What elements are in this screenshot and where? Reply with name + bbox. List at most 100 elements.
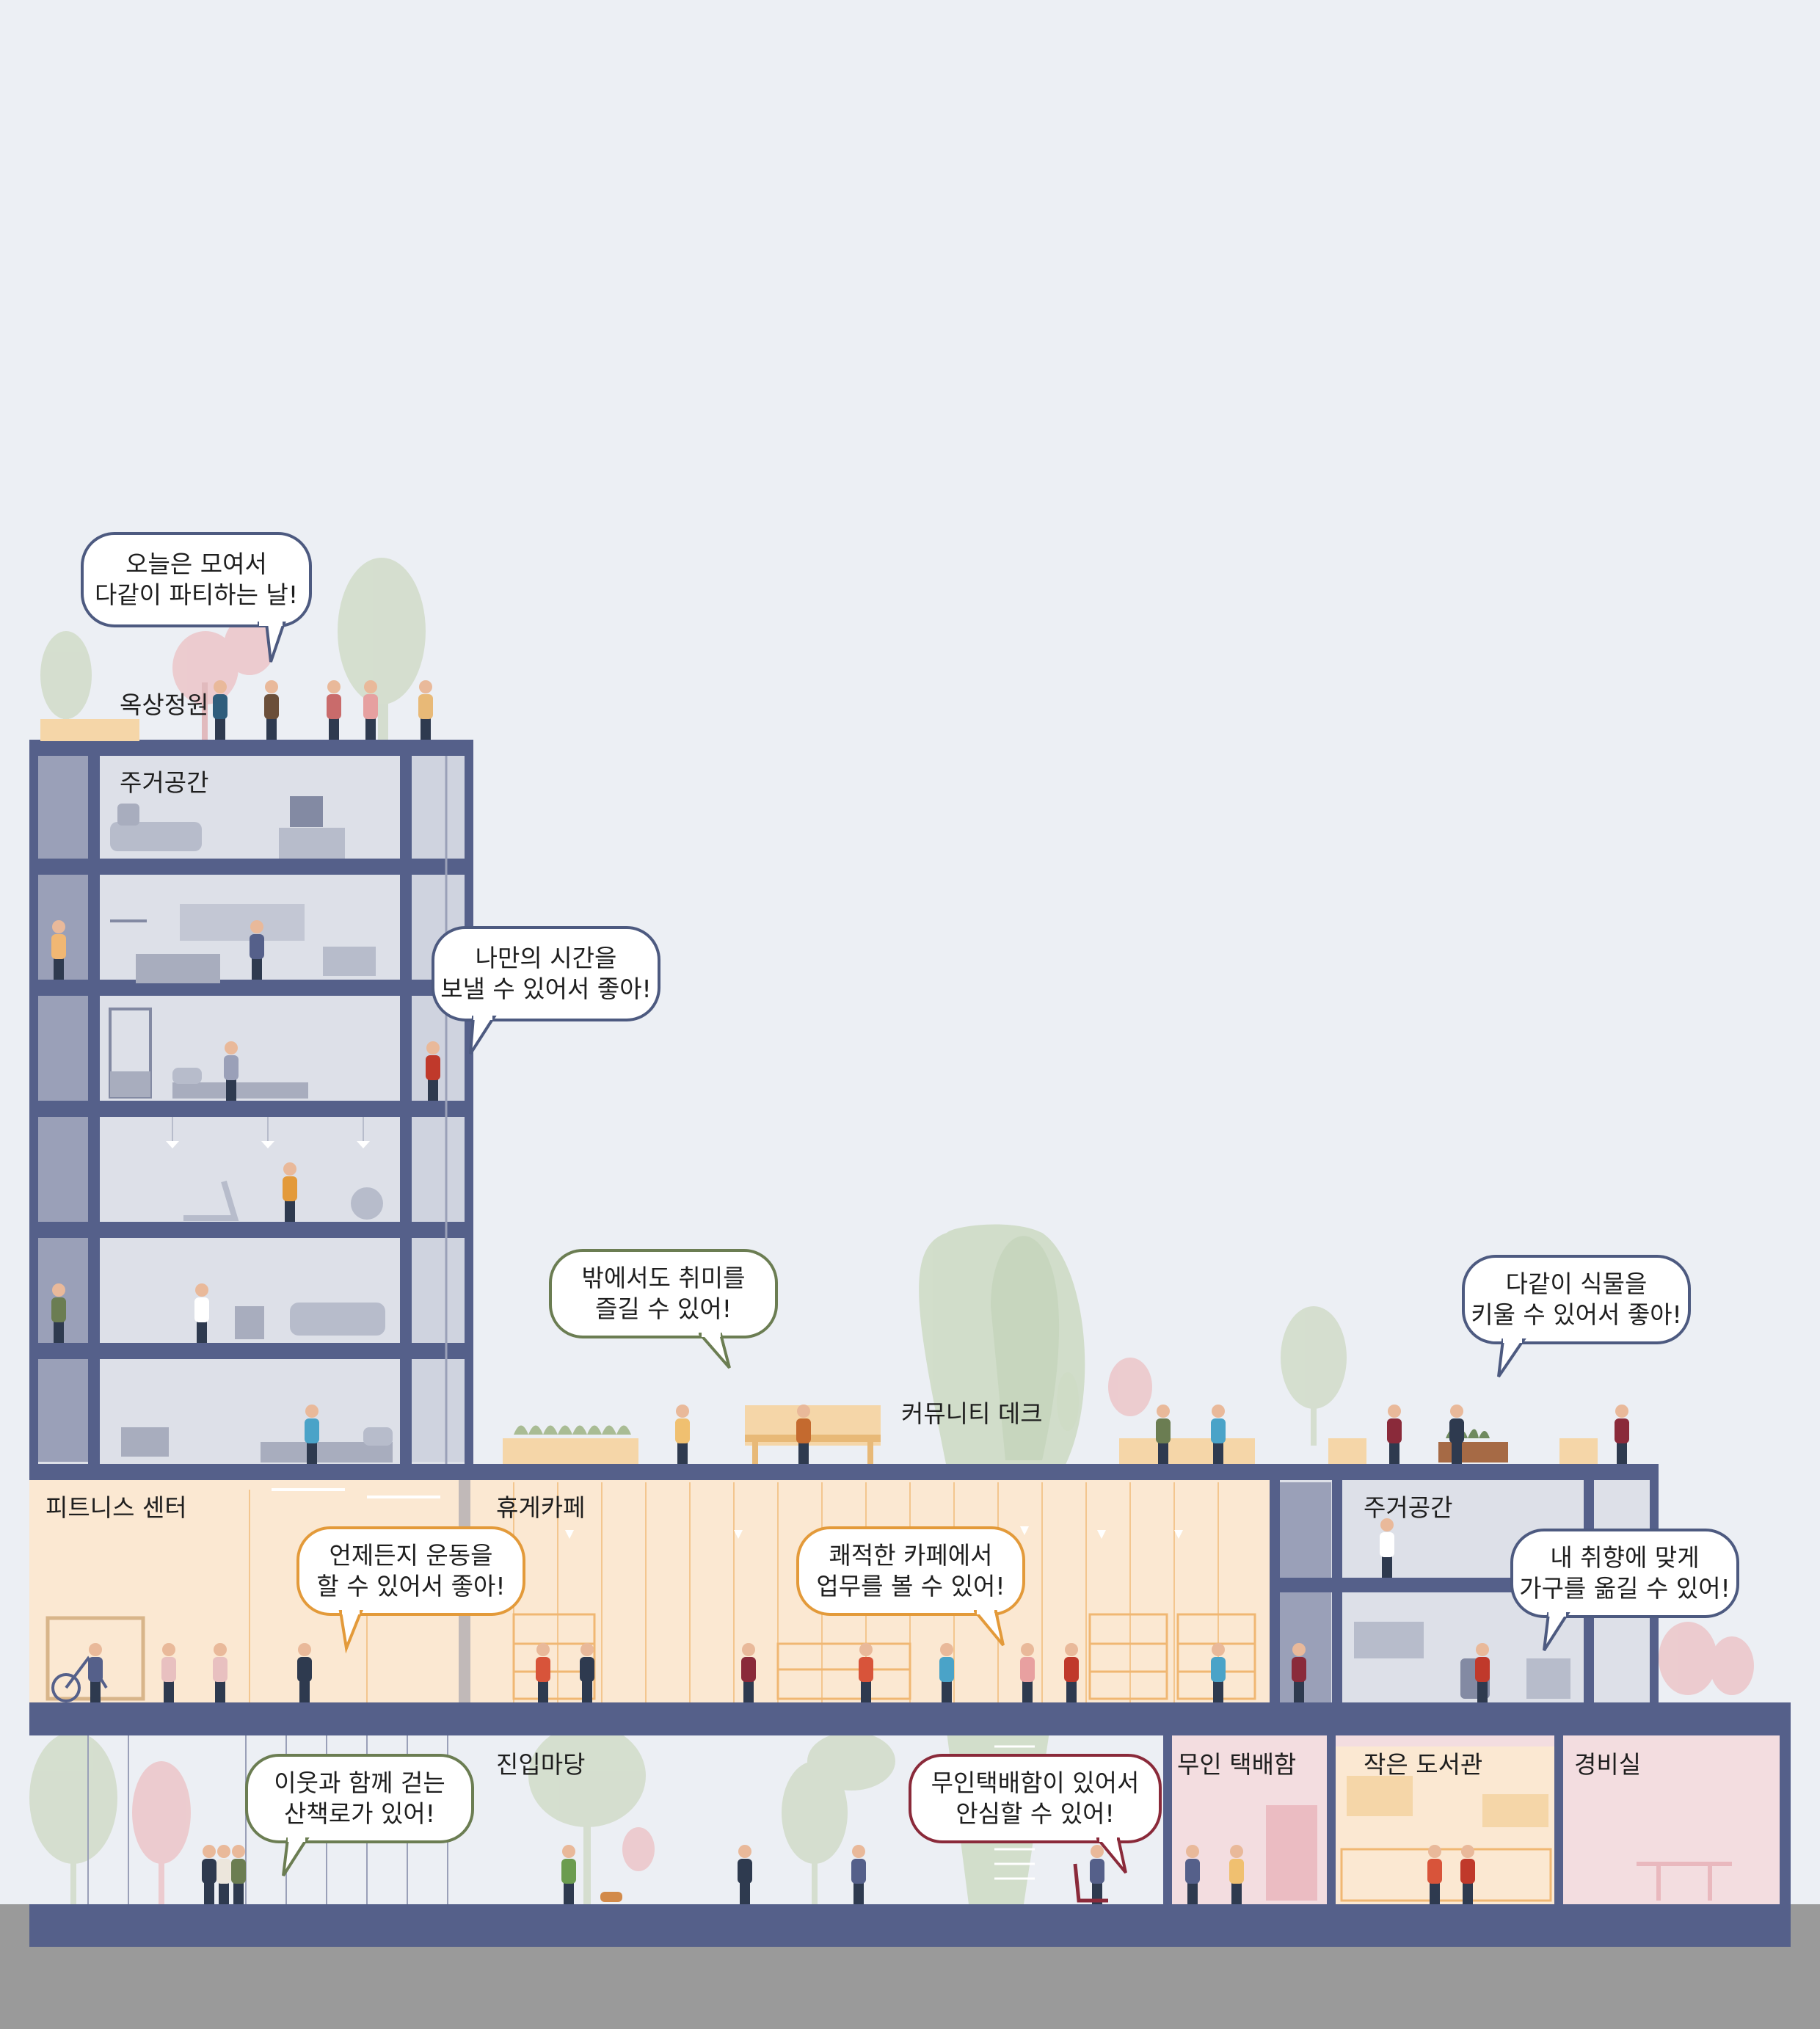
bubble-tail <box>282 1837 310 1877</box>
person-icon <box>939 1643 954 1702</box>
bubble-tail <box>469 1016 497 1055</box>
tree-icon <box>1057 1372 1079 1431</box>
person-icon <box>1211 1643 1226 1702</box>
person-icon <box>363 680 378 740</box>
person-icon <box>297 1643 312 1702</box>
tree-icon <box>132 1761 191 1904</box>
bubble-tail <box>258 622 286 663</box>
person-icon <box>1475 1643 1490 1702</box>
bubble-line: 밖에서도 취미를 <box>581 1264 746 1292</box>
person-icon <box>1185 1845 1200 1904</box>
pendant-lamp-icon <box>357 1117 370 1148</box>
bubble-line: 즐길 수 있어! <box>594 1294 732 1323</box>
person-icon <box>1615 1405 1629 1464</box>
bookshelf-icon <box>1340 1776 1552 1902</box>
bubble-line: 키울 수 있어서 좋아! <box>1471 1300 1682 1329</box>
cabinet-icon <box>121 1427 169 1457</box>
background-trees <box>29 558 1754 1904</box>
tree-icon <box>29 1732 117 1904</box>
planter-icon <box>1438 1429 1508 1462</box>
tree-icon <box>1659 1622 1754 1695</box>
speech-bubble-walkway: 이웃과 함께 걷는 산책로가 있어! <box>245 1754 474 1877</box>
bookshelf-icon <box>776 1642 911 1700</box>
bubble-tail <box>699 1333 731 1369</box>
tree-icon <box>807 1732 895 1791</box>
planter-icon <box>40 719 139 741</box>
label-parcel-locker: 무인 택배함 <box>1177 1750 1297 1779</box>
bubble-tail <box>1543 1612 1570 1652</box>
person-icon <box>88 1643 103 1702</box>
scooter-icon <box>1073 1863 1108 1903</box>
person-icon <box>1449 1405 1464 1464</box>
bubble-line: 다같이 파티하는 날! <box>94 580 299 609</box>
person-icon <box>194 1283 209 1343</box>
kitchen-icon <box>110 904 305 983</box>
person-icon <box>1292 1643 1306 1702</box>
shelf-icon <box>109 1008 152 1099</box>
label-entrance-yard: 진입마당 <box>496 1750 586 1779</box>
sofa-icon <box>290 1303 385 1336</box>
treadmill-icon <box>183 1180 239 1221</box>
tree-icon <box>338 558 426 741</box>
tree-icon <box>40 631 92 741</box>
speech-bubble-party: 오늘은 모여서 다같이 파티하는 날! <box>81 532 312 663</box>
cabinet-icon <box>323 947 376 976</box>
tv-icon <box>279 796 345 859</box>
label-residential-right: 주거공간 <box>1364 1493 1453 1522</box>
speech-bubble-exercise: 언제든지 운동을 할 수 있어서 좋아! <box>296 1526 525 1654</box>
bubble-line: 안심할 수 있어! <box>956 1799 1115 1828</box>
bed-icon <box>261 1427 393 1462</box>
person-icon <box>231 1845 246 1904</box>
bubble-tail <box>1497 1338 1526 1378</box>
person-icon <box>1460 1845 1475 1904</box>
person-icon <box>213 680 228 740</box>
pendant-lamp-icon <box>565 1526 1183 1546</box>
planter-icon <box>1559 1438 1598 1464</box>
label-security-office: 경비실 <box>1574 1750 1642 1779</box>
community-deck <box>503 1372 1598 1464</box>
bubble-line: 보낼 수 있어서 좋아! <box>440 975 652 1003</box>
bubble-tail <box>1096 1837 1127 1874</box>
ground-floor <box>29 1702 1791 1947</box>
person-icon <box>741 1643 756 1702</box>
tree-icon <box>528 1724 646 1904</box>
person-icon <box>161 1643 176 1702</box>
person-icon <box>580 1643 594 1702</box>
person-icon <box>1064 1643 1079 1702</box>
person-icon <box>250 920 264 980</box>
label-fitness: 피트니스 센터 <box>46 1493 187 1522</box>
tree-icon <box>224 616 275 675</box>
dog-icon <box>600 1892 622 1902</box>
bubble-line: 무인택배함이 있어서 <box>931 1768 1140 1797</box>
tree-icon <box>622 1827 655 1871</box>
person-icon <box>796 1405 811 1464</box>
person-icon <box>418 680 433 740</box>
label-cafe: 휴게카페 <box>496 1493 586 1522</box>
tree-icon <box>919 1224 1085 1468</box>
pendant-lamp-icon <box>261 1117 274 1148</box>
person-icon <box>859 1643 873 1702</box>
bubble-line: 쾌적한 카페에서 <box>829 1541 993 1570</box>
person-icon <box>1211 1405 1226 1464</box>
person-icon <box>1387 1405 1402 1464</box>
bubble-line: 오늘은 모여서 <box>125 550 267 578</box>
bubble-line: 나만의 시간을 <box>475 944 617 972</box>
tree-icon <box>1108 1358 1152 1416</box>
person-icon <box>1020 1643 1035 1702</box>
planter-icon <box>503 1438 638 1464</box>
bookshelf-icon <box>1088 1613 1168 1700</box>
person-icon <box>1380 1518 1394 1578</box>
person-icon <box>426 1041 440 1101</box>
label-small-library: 작은 도서관 <box>1364 1750 1483 1779</box>
person-icon <box>216 1845 231 1904</box>
person-icon <box>283 1162 297 1222</box>
cabinet-icon <box>235 1306 264 1339</box>
person-icon <box>561 1845 576 1904</box>
bubble-line: 언제든지 운동을 <box>329 1541 493 1570</box>
person-icon <box>675 1405 690 1464</box>
speech-bubble-cafe-work: 쾌적한 카페에서 업무를 볼 수 있어! <box>796 1526 1025 1647</box>
person-icon <box>1229 1845 1244 1904</box>
person-icon <box>224 1041 239 1101</box>
person-icon <box>202 1845 216 1904</box>
